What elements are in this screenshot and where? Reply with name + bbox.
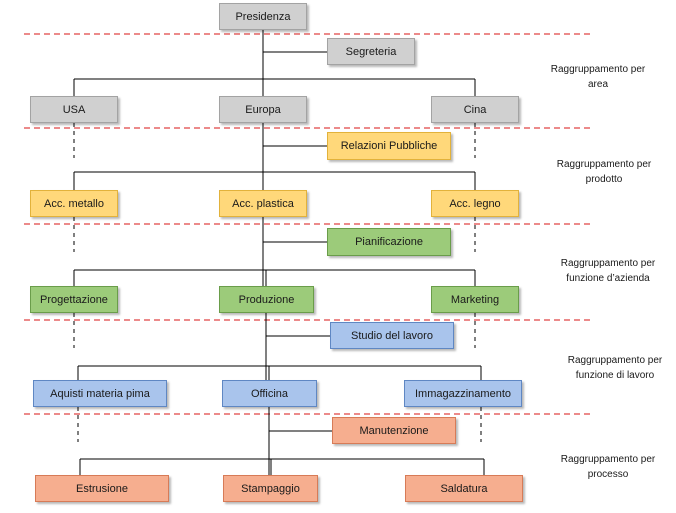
assistant-label: Relazioni Pubbliche bbox=[340, 140, 438, 152]
unit-box-officina: Officina bbox=[222, 380, 317, 407]
unit-box-marketing: Marketing bbox=[431, 286, 519, 313]
assistant-label: Pianificazione bbox=[355, 236, 423, 248]
section-label-funzione-azienda: Raggruppamento per funzione d’azienda bbox=[538, 256, 676, 286]
section-label-line: funzione di lavoro bbox=[575, 370, 655, 381]
assistant-label: Studio del lavoro bbox=[351, 329, 433, 342]
section-label-line: Raggruppamento per bbox=[550, 64, 646, 75]
assistant-box-segreteria: Segreteria bbox=[327, 38, 415, 65]
unit-label: Europa bbox=[245, 103, 281, 116]
unit-box-immagazzinamento: Immagazzinamento bbox=[404, 380, 522, 407]
section-label-prodotto: Raggruppamento per prodotto bbox=[534, 157, 674, 187]
unit-box-produzione: Produzione bbox=[219, 286, 314, 313]
section-label-area: Raggruppamento per area bbox=[528, 62, 668, 92]
section-label-line: funzione d’azienda bbox=[566, 273, 650, 284]
assistant-label: Manutenzione bbox=[359, 424, 429, 437]
assistant-box-relazioni-pubbliche: Relazioni Pubbliche bbox=[327, 132, 451, 160]
section-label-funzione-lavoro: Raggruppamento per funzione di lavoro bbox=[545, 353, 676, 383]
unit-box-stampaggio: Stampaggio bbox=[223, 475, 318, 502]
unit-label: USA bbox=[62, 103, 86, 116]
assistant-box-pianificazione: Pianificazione bbox=[327, 228, 451, 256]
section-label-processo: Raggruppamento per processo bbox=[538, 452, 676, 482]
unit-box-acc-plastica: Acc. plastica bbox=[219, 190, 307, 217]
assistant-box-studio-del-lavoro: Studio del lavoro bbox=[330, 322, 454, 349]
unit-label: Saldatura bbox=[440, 482, 488, 495]
assistant-label: Segreteria bbox=[345, 45, 397, 58]
unit-label: Marketing bbox=[450, 293, 500, 306]
root-label: Presidenza bbox=[235, 10, 291, 23]
unit-box-acc-metallo: Acc. metallo bbox=[30, 190, 118, 217]
unit-box-progettazione: Progettazione bbox=[30, 286, 118, 313]
unit-label: Acc. legno bbox=[449, 197, 501, 210]
unit-label: Acc. plastica bbox=[232, 197, 294, 210]
unit-label: Produzione bbox=[238, 293, 295, 306]
section-label-line: prodotto bbox=[585, 174, 623, 185]
unit-box-europa: Europa bbox=[219, 96, 307, 123]
unit-label: Stampaggio bbox=[241, 482, 300, 495]
section-label-line: Raggruppamento per bbox=[560, 258, 656, 269]
section-label-line: Raggruppamento per bbox=[556, 159, 652, 170]
unit-box-cina: Cina bbox=[431, 96, 519, 123]
section-label-line: area bbox=[587, 79, 608, 90]
unit-label: Aquisti materia pima bbox=[50, 387, 150, 400]
assistant-box-manutenzione: Manutenzione bbox=[332, 417, 456, 444]
root-box-presidenza: Presidenza bbox=[219, 3, 307, 30]
unit-label: Immagazzinamento bbox=[415, 387, 511, 400]
unit-box-acc-legno: Acc. legno bbox=[431, 190, 519, 217]
unit-label: Officina bbox=[250, 387, 289, 400]
section-label-line: processo bbox=[587, 469, 629, 480]
unit-label: Cina bbox=[463, 103, 487, 116]
unit-label: Estrusione bbox=[76, 482, 128, 495]
section-label-line: Raggruppamento per bbox=[560, 454, 656, 465]
unit-box-usa: USA bbox=[30, 96, 118, 123]
unit-box-saldatura: Saldatura bbox=[405, 475, 523, 502]
section-label-line: Raggruppamento per bbox=[567, 355, 663, 366]
unit-box-aquisti-materia-pima: Aquisti materia pima bbox=[33, 380, 167, 407]
unit-label: Acc. metallo bbox=[44, 197, 104, 210]
unit-label: Progettazione bbox=[40, 293, 108, 306]
unit-box-estrusione: Estrusione bbox=[35, 475, 169, 502]
